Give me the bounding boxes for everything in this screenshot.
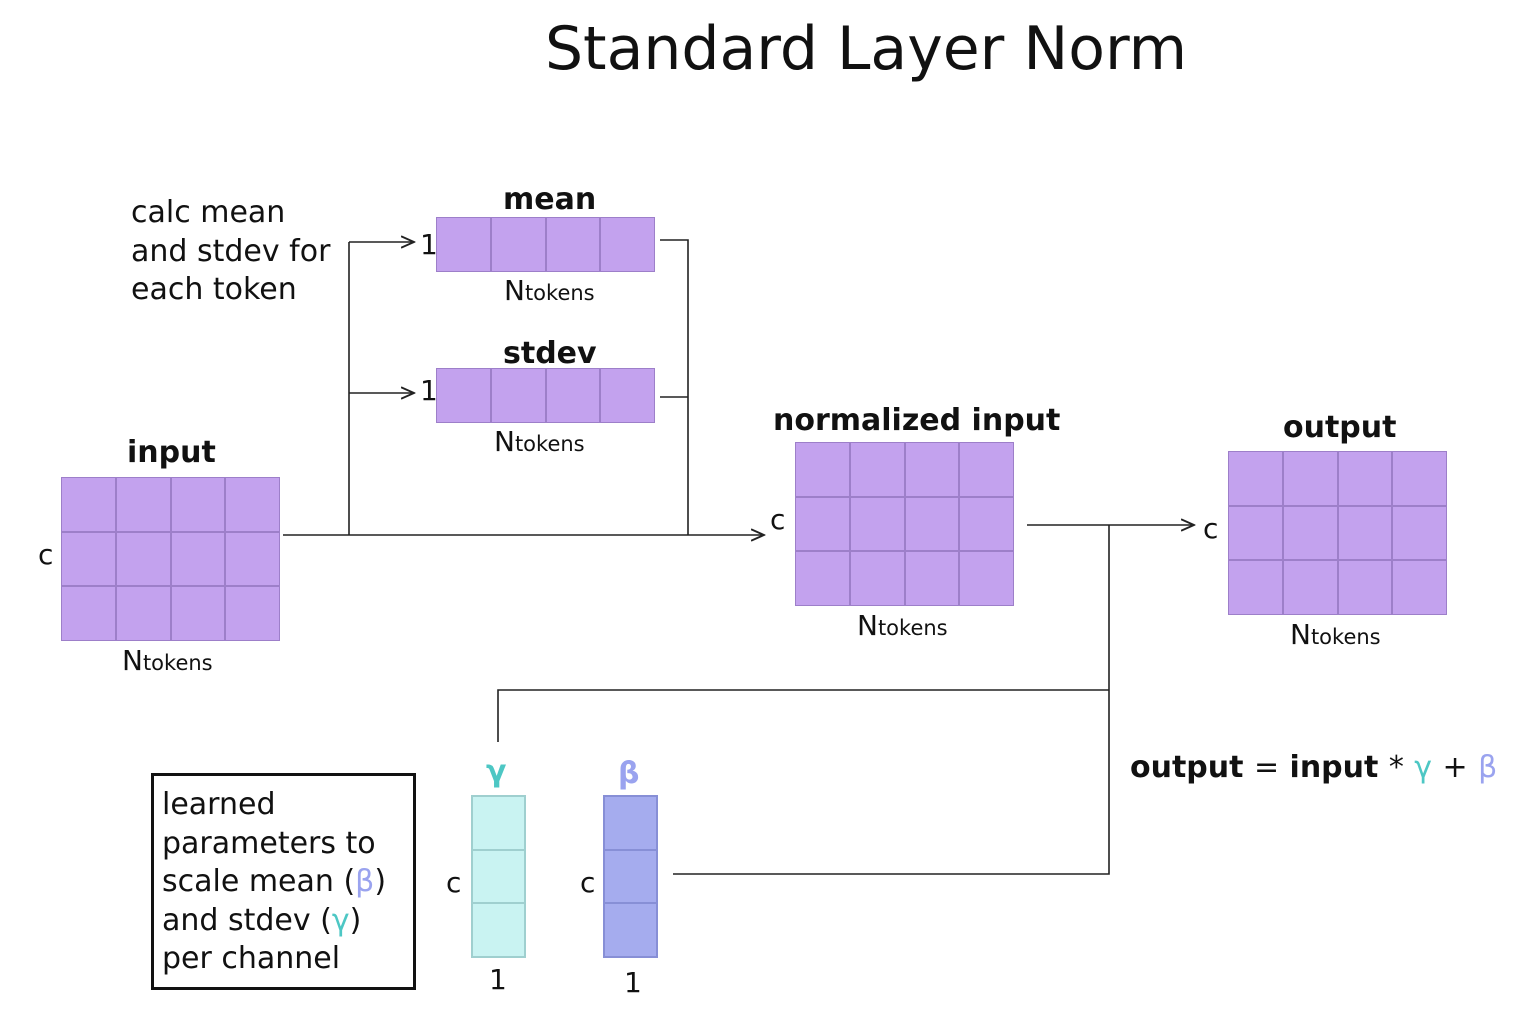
diagram-title: Standard Layer Norm (544, 14, 1188, 84)
input-matrix (61, 477, 280, 641)
formula: output = input * γ + β (1130, 750, 1498, 785)
legend-line: and stdev (γ) (162, 902, 362, 938)
beta-vector (603, 795, 658, 958)
legend-line: parameters to (162, 825, 376, 861)
stdev-vector (436, 368, 655, 423)
legend-line: per channel (162, 941, 341, 976)
stdev-dim-ntokens: Ntokens (494, 425, 585, 458)
mean-dim-ntokens: Ntokens (504, 274, 595, 307)
gamma-dim-one: 1 (489, 963, 507, 996)
stdev-dim-one: 1 (420, 374, 438, 407)
input-label: input (127, 435, 216, 470)
normalized-dim-c: c (770, 503, 786, 536)
legend-line: learned (162, 787, 276, 822)
gamma-vector (471, 795, 526, 958)
note-line: calc mean (131, 195, 286, 230)
mean-stdev-note: calc mean and stdev for each token (131, 194, 330, 310)
output-label: output (1283, 410, 1397, 445)
output-dim-c: c (1203, 512, 1219, 545)
legend-line: scale mean (β) (162, 864, 387, 899)
normalized-dim-ntokens: Ntokens (857, 609, 948, 642)
output-matrix (1228, 451, 1447, 615)
beta-dim-one: 1 (624, 966, 642, 999)
merge-line (660, 239, 689, 535)
output-dim-ntokens: Ntokens (1290, 618, 1381, 651)
input-dim-c: c (38, 538, 54, 571)
mean-vector (436, 217, 655, 272)
gamma-line (497, 689, 1109, 742)
beta-label: β (618, 756, 640, 791)
mean-dim-one: 1 (420, 228, 438, 261)
beta-line (673, 525, 1110, 875)
note-line: and stdev for (131, 233, 331, 269)
gamma-label: γ (486, 754, 507, 789)
mean-label: mean (503, 182, 597, 217)
gamma-dim-c: c (446, 866, 462, 899)
learned-parameters-note: learned parameters to scale mean (β) and… (151, 773, 416, 990)
note-line: each token (131, 272, 297, 307)
normalized-input-matrix (795, 442, 1014, 606)
beta-dim-c: c (580, 866, 596, 899)
normalized-input-label: normalized input (773, 403, 1061, 438)
input-dim-ntokens: Ntokens (122, 644, 213, 677)
stdev-label: stdev (503, 336, 597, 371)
